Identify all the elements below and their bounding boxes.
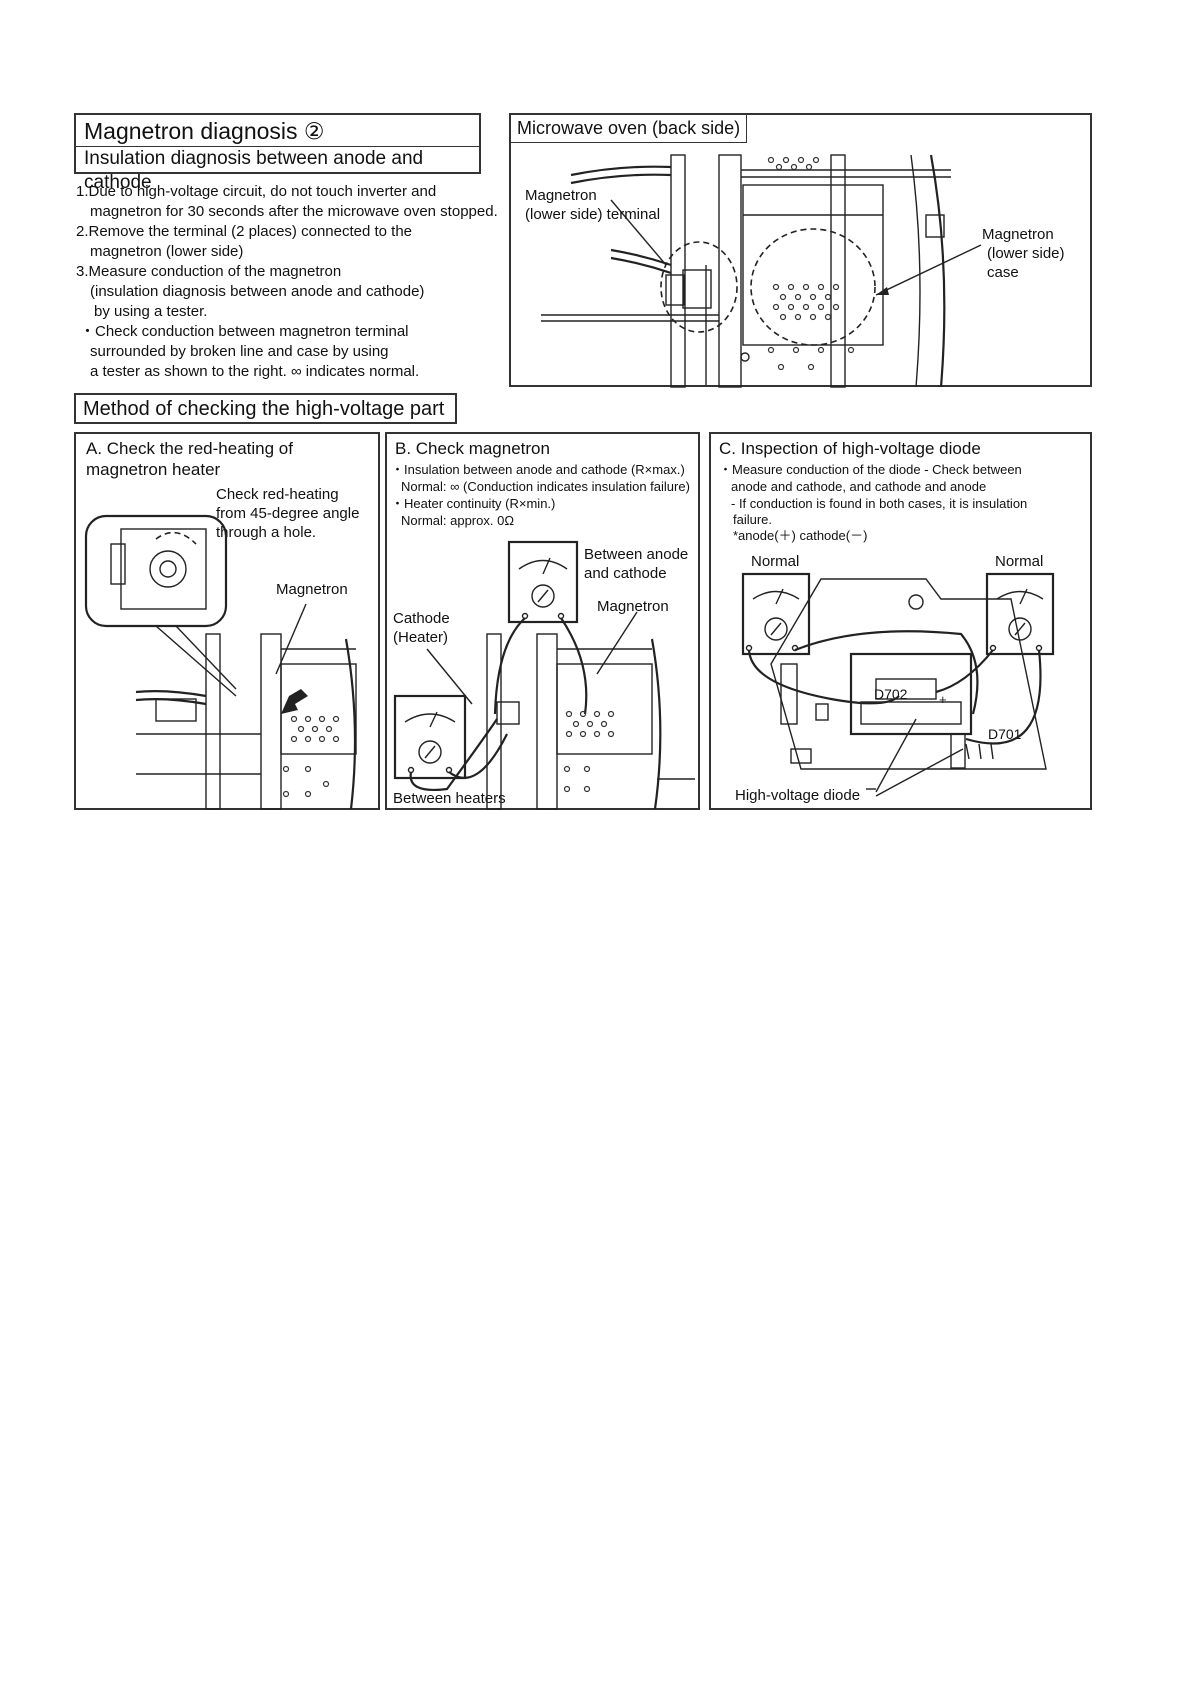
step-line: surrounded by broken line and case by us… <box>90 343 389 360</box>
panel-c-line-4: failure. <box>733 512 773 527</box>
panel-b-line-2: Normal: ∞ (Conduction indicates insulati… <box>401 479 690 494</box>
panel-a: A. Check the red-heating of magnetron he… <box>74 432 380 810</box>
section-title-box: Method of checking the high-voltage part <box>74 393 457 424</box>
case-label-3: case <box>987 264 1019 281</box>
panel-a-note-2: from 45-degree angle <box>216 505 360 522</box>
oven-panel-title: Microwave oven (back side) <box>511 115 748 143</box>
case-label-2: (lower side) <box>987 245 1065 262</box>
panel-c-d702-label: D702 <box>874 686 908 702</box>
panel-b-heaters-label: Between heaters <box>393 790 506 807</box>
panel-b-between-label-2: and cathode <box>584 565 667 582</box>
panel-b: B. Check magnetron ・Insulation between a… <box>385 432 700 810</box>
panel-a-illustration <box>84 514 357 810</box>
oven-back-panel: Microwave oven (back side) <box>509 113 1092 388</box>
step-line: a tester as shown to the right. ∞ indica… <box>90 363 420 380</box>
panel-b-line-1: ・Insulation between anode and cathode (R… <box>391 462 685 477</box>
panel-c-normal-left: Normal <box>751 553 800 570</box>
step-line: (insulation diagnosis between anode and … <box>90 283 425 300</box>
terminal-label-1: Magnetron <box>525 187 597 204</box>
panel-b-magnetron-label: Magnetron <box>597 598 669 615</box>
svg-text:+: + <box>939 692 947 707</box>
page-subtitle: Insulation diagnosis between anode and c… <box>76 146 479 195</box>
step-line: magnetron for 30 seconds after the micro… <box>90 203 498 220</box>
panel-c: C. Inspection of high-voltage diode ・Mea… <box>709 432 1092 810</box>
case-label-1: Magnetron <box>982 226 1054 243</box>
oven-back-illustration <box>541 154 982 388</box>
section-title: Method of checking the high-voltage part <box>83 398 445 420</box>
panel-a-note-1: Check red-heating <box>216 486 339 503</box>
step-line: ・Check conduction between magnetron term… <box>80 323 409 340</box>
panel-c-line-2: anode and cathode, and cathode and anode <box>731 479 987 494</box>
panel-c-line-5: *anode(＋) cathode(－) <box>733 528 868 543</box>
step-line: magnetron (lower side) <box>90 243 244 260</box>
panel-b-between-label-1: Between anode <box>584 546 689 563</box>
panel-b-line-3: ・Heater continuity (R×min.) <box>391 496 556 511</box>
panel-c-normal-right: Normal <box>995 553 1044 570</box>
panel-c-line-3: - If conduction is found in both cases, … <box>731 496 1028 511</box>
header-box: Magnetron diagnosis ② Insulation diagnos… <box>74 113 481 193</box>
page-title: Magnetron diagnosis ② <box>84 118 325 144</box>
terminal-label-2: (lower side) terminal <box>525 206 661 223</box>
panel-c-illustration: + <box>741 572 1055 797</box>
step-line: 1.Due to high-voltage circuit, do not to… <box>76 183 437 200</box>
step-line: 2.Remove the terminal (2 places) connect… <box>76 223 413 240</box>
step-line: 3.Measure conduction of the magnetron <box>76 263 342 280</box>
panel-b-illustration <box>393 540 695 810</box>
panel-a-title-1: A. Check the red-heating of <box>86 439 293 458</box>
panel-b-line-4: Normal: approx. 0Ω <box>401 513 515 528</box>
panel-c-title: C. Inspection of high-voltage diode <box>719 439 981 458</box>
panel-c-line-1: ・Measure conduction of the diode - Check… <box>719 462 1022 477</box>
panel-b-title: B. Check magnetron <box>395 439 550 458</box>
panel-a-title-2: magnetron heater <box>86 460 221 479</box>
panel-b-cathode-label-2: (Heater) <box>393 629 449 646</box>
panel-a-magnetron-label: Magnetron <box>276 581 348 598</box>
step-line: by using a tester. <box>94 303 208 320</box>
panel-c-diode-label: High-voltage diode <box>735 787 861 804</box>
panel-a-note-3: through a hole. <box>216 524 317 541</box>
panel-c-d701-label: D701 <box>988 726 1022 742</box>
panel-b-cathode-label-1: Cathode <box>393 610 450 627</box>
instruction-steps: 1.Due to high-voltage circuit, do not to… <box>76 182 498 382</box>
